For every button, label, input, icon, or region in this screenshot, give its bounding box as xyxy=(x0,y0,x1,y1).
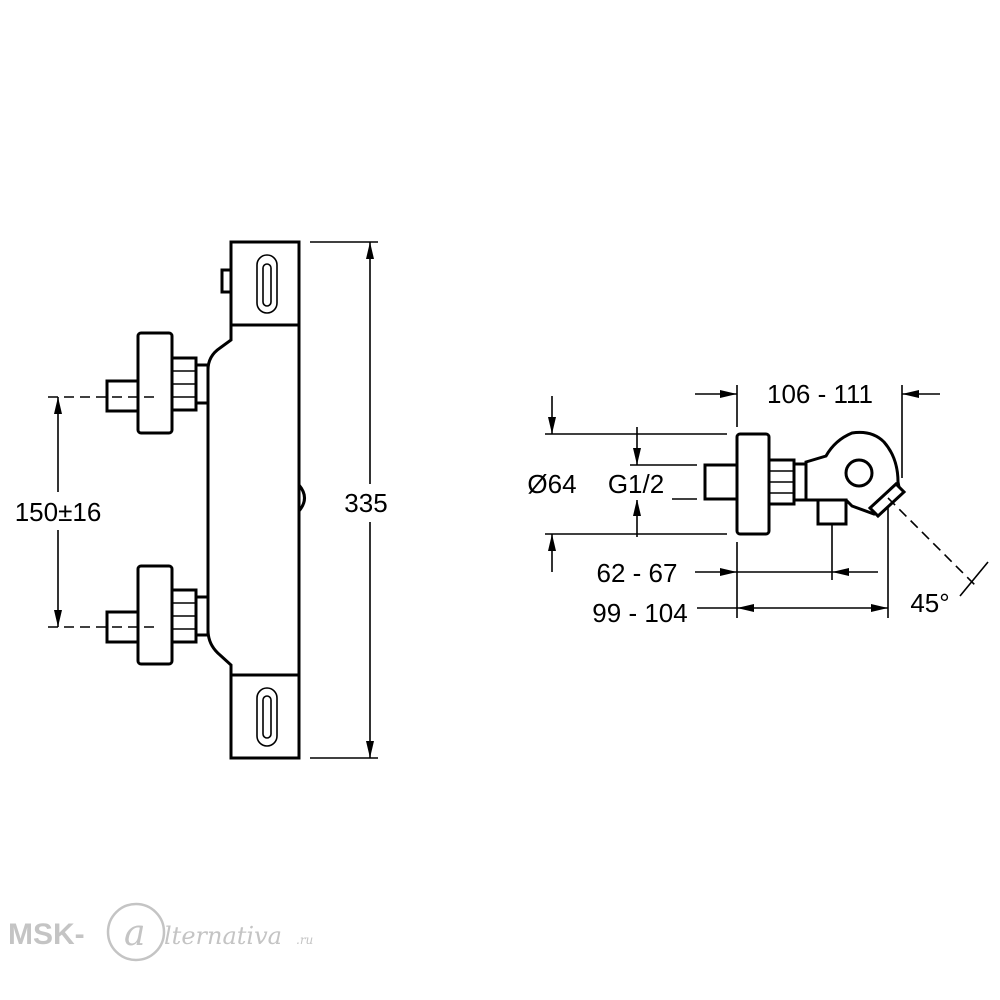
top-side-knob xyxy=(220,268,233,294)
angle-45-tick xyxy=(959,561,989,597)
inlet-spacing-label: 150±16 xyxy=(15,497,102,527)
bottom-cap-slot-inner xyxy=(262,695,272,739)
inlet-spacing-arrow-bottom xyxy=(54,610,62,627)
upper-connector xyxy=(105,331,210,435)
outlet-offset-label: 62 - 67 xyxy=(597,558,678,588)
body-depth-label: 99 - 104 xyxy=(592,598,687,628)
inlet-pipe xyxy=(703,463,739,501)
thread-arrow-top xyxy=(633,448,641,465)
watermark: MSK- a lternativa .ru xyxy=(8,902,313,962)
watermark-script: lternativa xyxy=(164,922,282,950)
inlet-spacing-arrow-top xyxy=(54,397,62,414)
depth-arrow-right xyxy=(902,390,919,398)
top-cap-slot-inner xyxy=(262,263,272,307)
depth-arrow-left xyxy=(720,390,737,398)
height-arrow-top xyxy=(366,242,374,259)
top-cap-slot xyxy=(256,254,278,314)
overall-depth-label: 106 - 111 xyxy=(767,379,873,409)
diameter-arrow-top xyxy=(548,417,556,434)
mixer-body xyxy=(206,240,301,760)
offset-arrow-right xyxy=(832,568,849,576)
outlet-angle-label: 45° xyxy=(910,588,949,618)
body-depth-arrow-left xyxy=(737,604,754,612)
watermark-at-letter: a xyxy=(124,913,145,954)
watermark-at-circle xyxy=(106,902,166,962)
valve-circle xyxy=(844,458,874,488)
connector-block xyxy=(792,462,808,502)
height-label: 335 xyxy=(344,488,387,518)
thread-arrow-bottom xyxy=(633,499,641,516)
lower-connector xyxy=(105,564,210,666)
watermark-prefix: MSK- xyxy=(8,918,85,951)
thread-label: G1/2 xyxy=(608,469,664,499)
diameter-arrow-bottom xyxy=(548,534,556,551)
bottom-cap-slot xyxy=(256,687,278,747)
flange-diameter-label: Ø64 xyxy=(527,469,576,499)
offset-arrow-left xyxy=(720,568,737,576)
wall-flange xyxy=(735,432,771,536)
body-depth-arrow-right xyxy=(871,604,888,612)
angle-45-line xyxy=(887,497,976,586)
angled-cap xyxy=(867,481,907,519)
front-view: 150±16 335 xyxy=(8,240,402,760)
height-arrow-bottom xyxy=(366,741,374,758)
side-view: 45° Ø64 G1/2 106 - 111 62 - 67 xyxy=(527,379,989,628)
right-bump xyxy=(297,484,306,512)
watermark-suffix: .ru xyxy=(296,933,313,947)
outlet-stub xyxy=(816,498,848,526)
